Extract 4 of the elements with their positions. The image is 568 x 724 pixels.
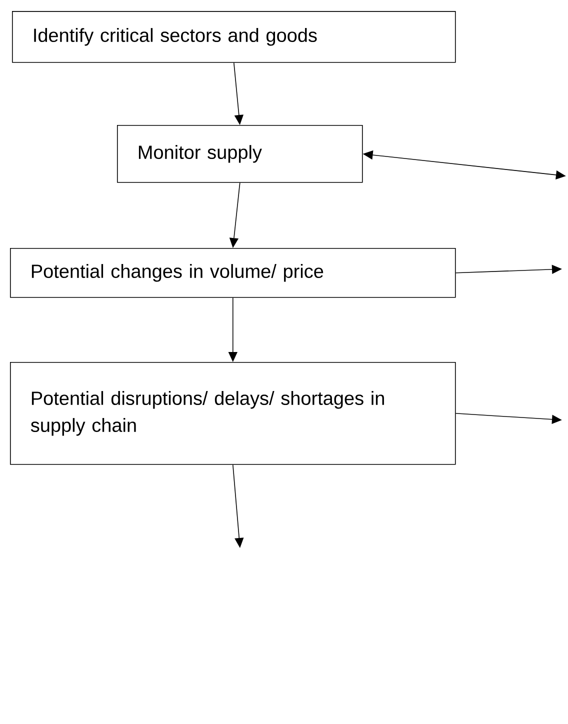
process-box: Identify critical sectors and goods bbox=[12, 11, 456, 63]
process-box: Monitor supply bbox=[117, 125, 363, 183]
process-box: Potential changes in volume/ price bbox=[10, 248, 456, 298]
process-box: Potential disruptions/ delays/ shortages in supply chain bbox=[10, 362, 456, 465]
